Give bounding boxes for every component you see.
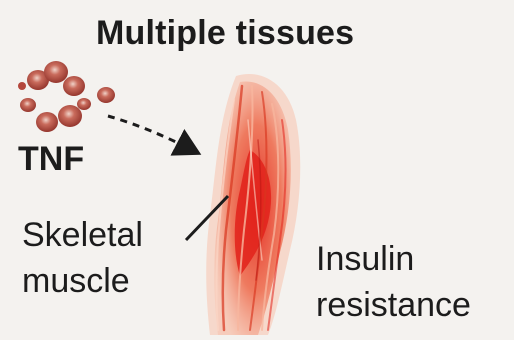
dashed-arrow — [108, 116, 196, 152]
skeletal-muscle-label-line2: muscle — [22, 258, 143, 304]
tnf-particle-cluster — [18, 61, 115, 132]
tnf-particle — [36, 112, 58, 132]
skeletal-muscle-label: Skeletal muscle — [22, 212, 143, 304]
tnf-particle — [20, 98, 36, 112]
tnf-particle — [63, 76, 85, 96]
skeletal-muscle-label-line1: Skeletal — [22, 212, 143, 258]
insulin-resistance-label-line2: resistance — [316, 282, 471, 328]
tnf-label: TNF — [18, 140, 84, 179]
insulin-resistance-label-line1: Insulin — [316, 236, 471, 282]
tnf-particle — [77, 98, 91, 110]
tnf-particle — [18, 82, 26, 90]
insulin-resistance-label: Insulin resistance — [316, 236, 471, 328]
tnf-particle — [97, 87, 115, 103]
tnf-particle — [44, 61, 68, 83]
tnf-particle — [58, 105, 82, 127]
diagram-title: Multiple tissues — [96, 14, 354, 53]
